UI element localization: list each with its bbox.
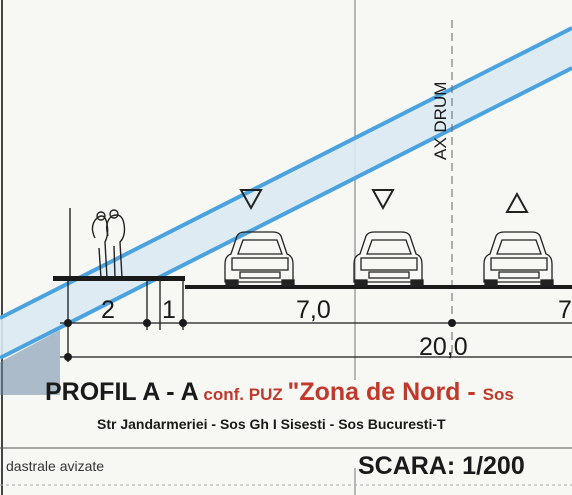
- network-band: [0, 26, 572, 395]
- car-icon: [353, 231, 424, 287]
- lane-marker-up-icon: [505, 191, 529, 213]
- scale-label: SCARA: 1/200: [358, 452, 525, 480]
- sidewalk-surface: [53, 276, 185, 281]
- dim-verge: 1: [162, 296, 176, 324]
- lane-marker-down-icon: [239, 189, 263, 211]
- car-icon: [224, 231, 295, 287]
- dimension-dots: [64, 319, 456, 361]
- road-axis-label: AX DRUM: [431, 82, 450, 160]
- pedestrians-icon: [69, 208, 126, 279]
- lane-marker-down-icon: [371, 189, 395, 211]
- dim-total: 20,0: [419, 333, 468, 361]
- dim-sidewalk: 2: [101, 296, 115, 324]
- dim-carriageway: 7,0: [296, 296, 331, 324]
- profile-subtitle: Str Jandarmeriei - Sos Gh I Sisesti - So…: [97, 416, 446, 432]
- profile-title: PROFIL A - A conf. PUZ "Zona de Nord - S…: [45, 378, 514, 406]
- road-surface: [185, 285, 572, 289]
- car-icon: [483, 231, 554, 287]
- dim-carriageway-2: 7: [558, 296, 572, 324]
- note-left: dastrale avizate: [6, 458, 104, 474]
